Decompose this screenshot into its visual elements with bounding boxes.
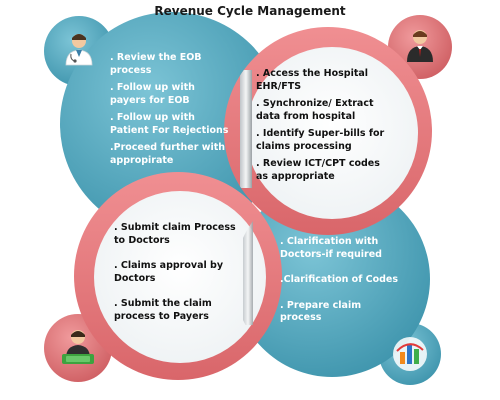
list-item: .Proceed further with appropirate [110,142,226,166]
list-item: . Identify Super-bills for claims proces… [256,128,385,152]
quadrant-text-top-left: . Review the EOB process . Follow up wit… [110,52,232,172]
quadrant-disk-top-left [60,12,284,236]
list-item: . Review ICT/CPT codes as appropriate [256,158,380,182]
list-item: . Access the Hospital EHR/FTS [256,68,369,92]
center-divider-bottom [243,205,253,325]
diagram-title: Revenue Cycle Management [154,4,346,18]
list-item: . Submit claim Process to Doctors [114,222,236,246]
list-item: . Review the EOB process [110,52,202,76]
list-item: . Synchronize/ Extract data from hospita… [256,98,374,122]
quadrant-text-top-right: . Access the Hospital EHR/FTS . Synchron… [256,68,388,188]
center-divider-top [240,70,252,188]
list-item: . Prepare claim process [280,299,362,324]
doctor-icon [65,34,93,66]
quadrant-inner-top-right [246,47,418,219]
quadrant-text-bottom-right: . Clarification with Doctors-if required… [280,236,402,330]
quadrant-text-bottom-left: . Submit claim Process to Doctors . Clai… [114,222,244,328]
list-item: . Submit the claim process to Payers [114,298,212,322]
quadrant-disk-bottom-right [234,181,430,377]
chart-cube-icon [393,337,427,371]
list-item: .Clarification of Codes [280,274,399,285]
businessman-icon [407,30,433,62]
list-item: . Clarification with Doctors-if required [280,236,382,260]
money-man-icon [62,330,94,364]
list-item: . Claims approval by Doctors [114,260,224,284]
quadrant-inner-bottom-left [94,191,266,363]
list-item: . Follow up with Patient For Rejections [110,112,229,136]
list-item: . Follow up with payers for EOB [110,82,195,106]
